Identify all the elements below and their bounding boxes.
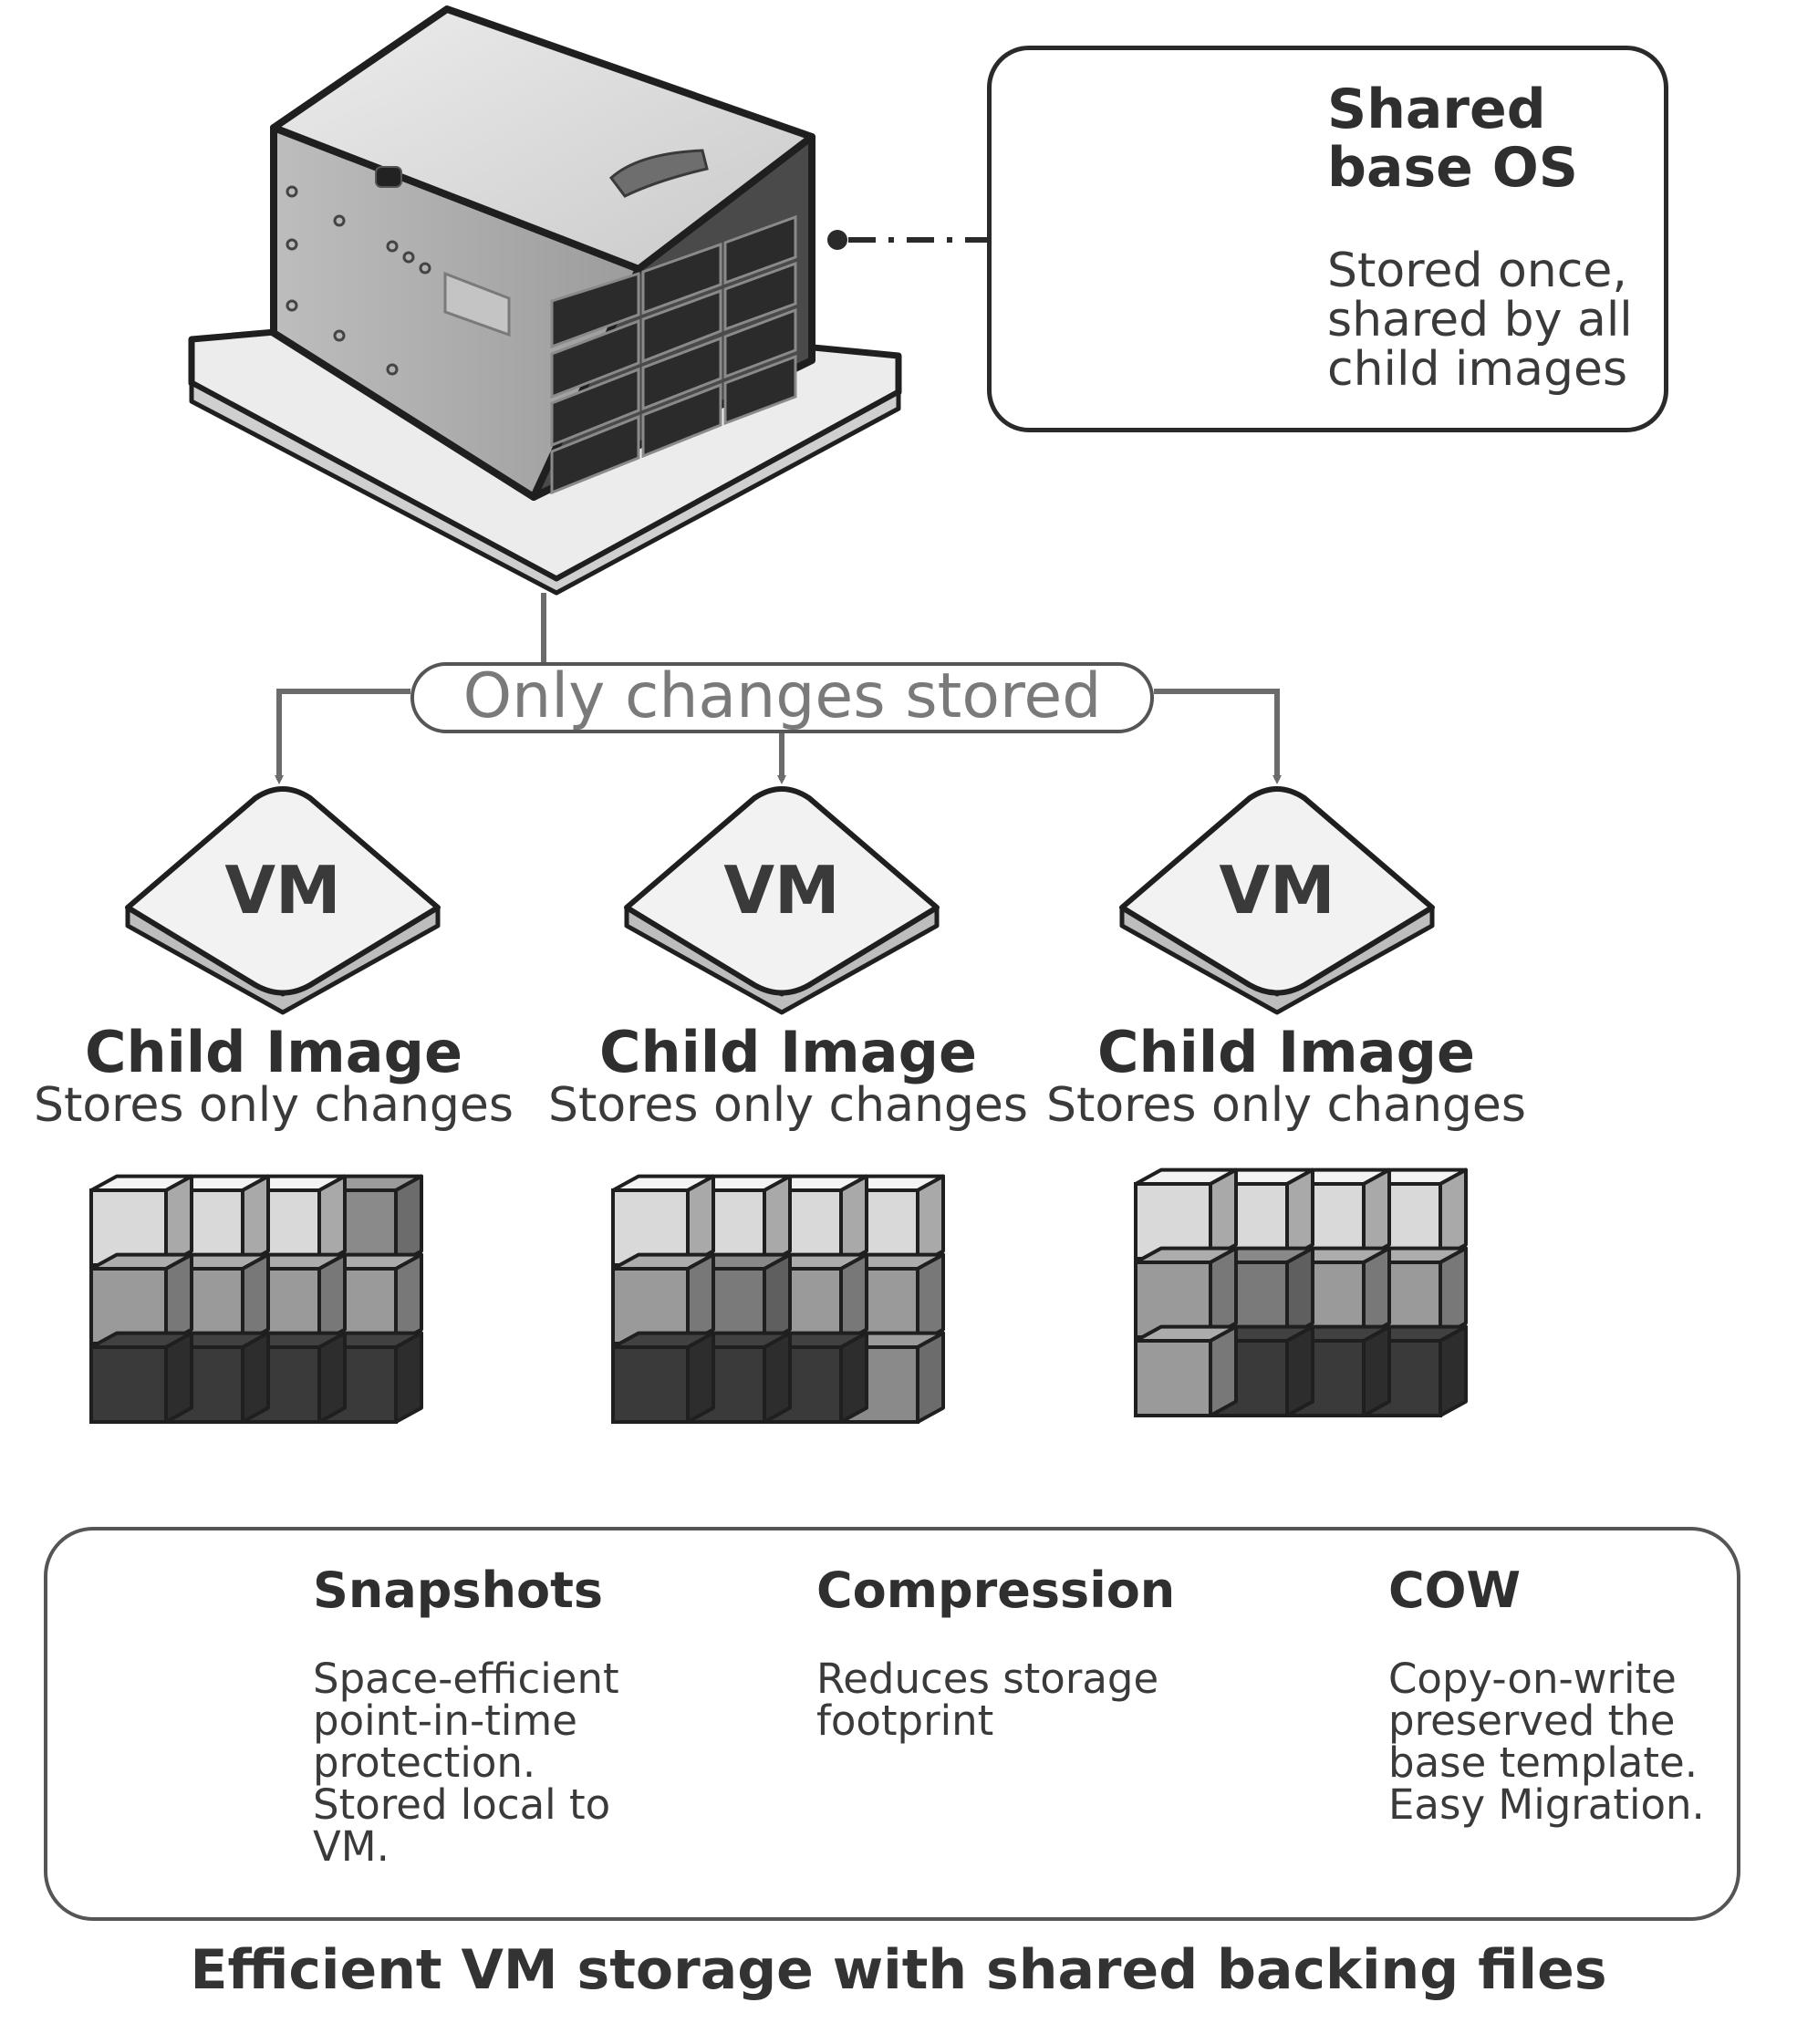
child-image-subtitle-2: Stores only changes (547, 1078, 1029, 1133)
feature-title-snapshots: Snapshots (313, 1562, 604, 1619)
feature-line: point-in-time (313, 1696, 577, 1745)
child-block-grid (611, 1174, 945, 1424)
child-block-cube (611, 1331, 715, 1424)
feature-title-cow: COW (1388, 1562, 1522, 1619)
shared-base-text-line1: Stored once, (1327, 244, 1627, 298)
vm-label-1: VM (224, 852, 341, 929)
shared-base-os-description: Stored once, shared by all child images (1327, 246, 1656, 394)
child-block-cube (611, 1174, 715, 1267)
feature-line: base template. (1388, 1738, 1698, 1787)
feature-line: Easy Migration. (1388, 1780, 1705, 1829)
feature-line: Reduces storage (816, 1655, 1159, 1703)
feature-line: preserved the (1388, 1696, 1676, 1745)
server-drive-bays (550, 214, 797, 495)
vm-label-3: VM (1219, 852, 1335, 929)
feature-line: footprint (816, 1696, 994, 1745)
child-block-cube (89, 1331, 193, 1424)
shared-base-title-line1: Shared (1327, 78, 1546, 141)
feature-text-cow: Copy-on-write preserved the base templat… (1388, 1658, 1705, 1826)
feature-line: Space-efficient (313, 1655, 619, 1703)
vm-tile-icon (125, 786, 441, 1015)
shared-base-text-line2: shared by all (1327, 293, 1633, 348)
child-block-cube (1134, 1246, 1238, 1339)
tree-connector (275, 593, 1282, 784)
vm-label-2: VM (723, 852, 840, 929)
features-panel (44, 1527, 1740, 1921)
child-block-cube (166, 1331, 270, 1424)
child-image-blocks (89, 1167, 1468, 1424)
vm-tiles (125, 786, 1435, 1015)
diagram-caption: Efficient VM storage with shared backing… (190, 1938, 1607, 2002)
vm-tile-icon (1119, 786, 1435, 1015)
child-block-cube (89, 1252, 193, 1345)
feature-line: VM. (313, 1822, 390, 1871)
child-block-cube (611, 1252, 715, 1345)
shared-base-os-callout (987, 46, 1668, 432)
child-block-cube (243, 1331, 347, 1424)
feature-title-compression: Compression (816, 1562, 1176, 1619)
feature-line: Stored local to (313, 1780, 611, 1829)
shared-base-os-title: Shared base OS (1327, 80, 1656, 197)
child-image-subtitle-3: Stores only changes (1045, 1078, 1527, 1133)
feature-text-compression: Reduces storage footprint (816, 1658, 1158, 1742)
child-image-title-2: Child Image (598, 1019, 978, 1085)
shared-base-title-line2: base OS (1327, 136, 1578, 200)
shared-base-text-line3: child images (1327, 342, 1628, 397)
child-image-subtitle-1: Stores only changes (33, 1078, 514, 1133)
feature-line: protection. (313, 1738, 536, 1787)
server-to-callout-connector (827, 230, 987, 250)
server-icon (270, 5, 815, 501)
feature-text-snapshots: Space-efficient point-in-time protection… (313, 1658, 619, 1868)
child-block-grid (89, 1174, 423, 1424)
child-block-cube (1134, 1324, 1238, 1417)
child-image-title-1: Child Image (84, 1019, 463, 1085)
child-block-cube (1134, 1167, 1238, 1261)
vm-tile-icon (624, 786, 940, 1015)
child-image-title-3: Child Image (1096, 1019, 1476, 1085)
child-block-grid (1134, 1167, 1468, 1417)
only-changes-stored-label: Only changes stored (410, 662, 1154, 733)
child-block-cube (89, 1174, 193, 1267)
feature-line: Copy-on-write (1388, 1655, 1677, 1703)
